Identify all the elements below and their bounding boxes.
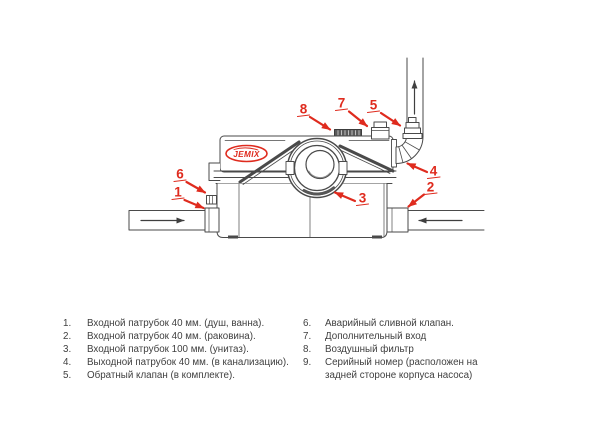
legend-item-number: 9. — [303, 357, 312, 368]
legend-item-number: 1. — [63, 318, 72, 329]
legend-item-number: 5. — [63, 370, 72, 381]
callout-6-label: 6 — [176, 167, 184, 182]
callout-4: 4 — [406, 162, 441, 180]
legend-item-text: Обратный клапан (в комплекте). — [87, 370, 235, 381]
callout-7: 7 — [334, 96, 369, 128]
legend-item-number: 7. — [303, 331, 312, 342]
callout-5-arrow-icon — [379, 111, 402, 127]
additional-inlet — [371, 121, 390, 140]
pump-diagram: JEMIX — [128, 57, 485, 239]
inlet-coupling-left — [204, 207, 220, 233]
callout-6: 6 — [173, 167, 207, 194]
foot-left — [228, 235, 238, 239]
legend-column-left: 1.Входной патрубок 40 мм. (душ, ванна). … — [63, 317, 317, 382]
callout-2-arrow-icon — [407, 193, 426, 208]
legend-item-number: 8. — [303, 344, 312, 355]
callout-4-arrow-icon — [406, 162, 429, 174]
callout-5-label: 5 — [370, 98, 378, 113]
legend-item-number: 6. — [303, 318, 312, 329]
callout-7-label: 7 — [338, 96, 346, 111]
legend-item: 8. Воздушный фильтр — [303, 343, 518, 356]
outlet-elbow — [391, 136, 424, 168]
callout-8-label: 8 — [300, 102, 308, 117]
legend-column-right: 6. Аварийный сливной клапан. 7. Дополнител… — [303, 317, 518, 382]
legend-item: 4. Выходной патрубок 40 мм. (в канализаци… — [63, 356, 317, 369]
callout-1-arrow-icon — [183, 198, 205, 210]
legend-item: 5. Обратный клапан (в комплекте). — [63, 369, 317, 382]
legend-item: 9. Серийный номер (расположен на задней с… — [303, 356, 518, 382]
legend-item-text: Входной патрубок 100 мм. (унитаз). — [87, 344, 249, 355]
legend-item-text: Аварийный сливной клапан. — [325, 318, 454, 329]
logo-text: JEMIX — [233, 150, 260, 159]
legend-item-text: Серийный номер (расположен на задней сто… — [325, 357, 478, 381]
callout-8-arrow-icon — [308, 115, 332, 131]
drain-valve-nub — [206, 195, 217, 205]
callout-8: 8 — [296, 102, 332, 131]
jemix-logo: JEMIX — [225, 144, 268, 163]
legend-item-number: 4. — [63, 357, 72, 368]
legend-item-text: Дополнительный вход — [325, 331, 427, 342]
legend-item: 6. Аварийный сливной клапан. — [303, 317, 518, 330]
legend-item-text: Выходной патрубок 40 мм. (в канализацию)… — [87, 357, 289, 368]
left-bracket — [208, 162, 221, 181]
inlet-coupling-right — [386, 207, 409, 233]
toilet-inlet-ring — [285, 137, 348, 199]
callout-3-arrow-icon — [333, 191, 357, 203]
legend-item: 2. Входной патрубок 40 мм. (раковина). — [63, 330, 317, 343]
callout-2-label: 2 — [427, 180, 435, 195]
callout-3-label: 3 — [359, 191, 367, 206]
callout-1: 1 — [171, 185, 205, 210]
check-valve — [402, 117, 423, 139]
callout-4-label: 4 — [430, 164, 438, 179]
legend-item-text: Входной патрубок 40 мм. (раковина). — [87, 331, 256, 342]
legend-item: 3. Входной патрубок 100 мм. (унитаз). — [63, 343, 317, 356]
legend-item: 1. Входной патрубок 40 мм. (душ, ванна). — [63, 317, 317, 330]
pump-body: JEMIX — [204, 117, 424, 239]
legend-item-number: 3. — [63, 344, 72, 355]
legend-item-text: Входной патрубок 40 мм. (душ, ванна). — [87, 318, 265, 329]
callout-2: 2 — [407, 180, 438, 208]
air-filter — [331, 129, 365, 137]
callout-3: 3 — [333, 191, 370, 207]
legend-item-number: 2. — [63, 331, 72, 342]
strap-right — [338, 144, 395, 173]
inlet-pipe-left — [128, 210, 206, 231]
legend-item: 7. Дополнительный вход — [303, 330, 518, 343]
foot-right — [372, 235, 382, 239]
legend-item-text: Воздушный фильтр — [325, 344, 414, 355]
callout-5: 5 — [366, 98, 402, 127]
callout-7-arrow-icon — [347, 110, 369, 128]
callout-1-label: 1 — [174, 185, 182, 200]
callout-6-arrow-icon — [185, 180, 207, 194]
strap-left — [238, 140, 301, 184]
callouts: 8 7 5 4 2 — [171, 96, 441, 210]
inlet-pipe-right — [407, 210, 485, 231]
